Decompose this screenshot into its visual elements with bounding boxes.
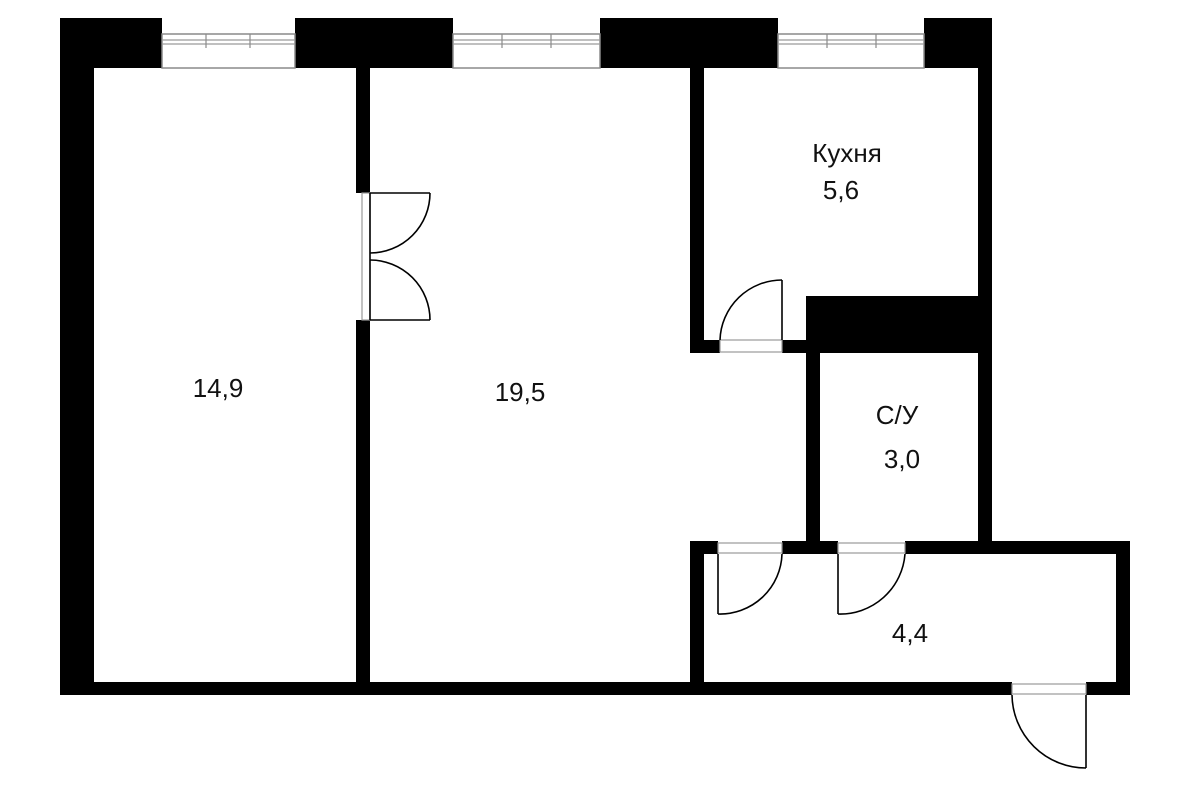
room-center-area: 19,5 <box>495 377 546 407</box>
kitchen-left-wall <box>690 68 704 352</box>
right-exterior-wall-upper <box>978 18 992 548</box>
window-left <box>161 33 296 69</box>
top-wall-pier-2 <box>295 18 453 68</box>
room-labels: 14,9 19,5 Кухня 5,6 С/У 3,0 4,4 <box>193 138 928 648</box>
door-hallway-center <box>717 542 783 615</box>
kitchen-area: 5,6 <box>823 175 859 205</box>
windows <box>161 33 925 69</box>
hallway-left-wall <box>690 541 704 695</box>
bathroom-left-wall <box>806 296 820 554</box>
door-entrance <box>1011 683 1087 769</box>
ventilation-shaft <box>806 296 992 353</box>
wall-left-center-lower <box>356 320 370 695</box>
door-bathroom <box>837 542 906 615</box>
bathroom-name: С/У <box>876 400 919 430</box>
hallway-top-wall-mid <box>782 541 838 554</box>
wall-left-center-upper <box>356 68 370 193</box>
door-kitchen <box>719 279 783 353</box>
doors <box>361 192 1087 769</box>
top-wall-pier-3 <box>600 18 778 68</box>
room-left-area: 14,9 <box>193 373 244 403</box>
hallway-area: 4,4 <box>892 618 928 648</box>
hallway-right-wall <box>1116 541 1130 695</box>
window-center <box>452 33 601 69</box>
exterior-walls <box>60 18 1130 695</box>
kitchen-name: Кухня <box>812 138 882 168</box>
door-left-center <box>361 192 431 321</box>
interior-walls <box>356 68 992 695</box>
bottom-exterior-wall <box>60 682 1012 695</box>
bathroom-area: 3,0 <box>884 444 920 474</box>
window-kitchen <box>777 33 925 69</box>
kitchen-bottom-wall-left <box>690 340 720 353</box>
hallway-top-wall-right <box>905 541 1130 554</box>
left-exterior-wall <box>60 18 94 695</box>
